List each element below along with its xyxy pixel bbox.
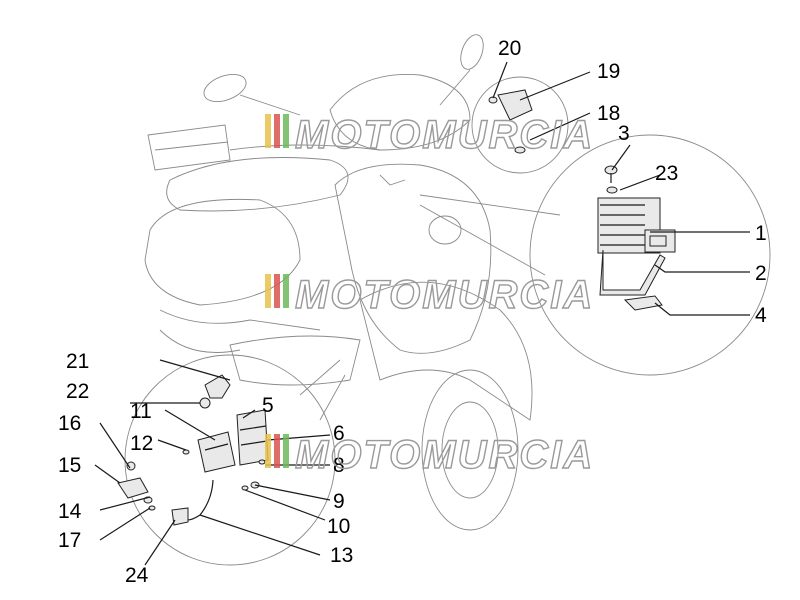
callout-11: 11 [130,400,152,423]
callout-12: 12 [130,432,153,455]
voltage-regulator-part [597,197,676,254]
watermark-stripe [265,434,271,468]
callout-17: 17 [58,529,81,552]
scooter-outline [144,34,533,531]
mounting-bracket-part [599,249,666,296]
wiring-cable-part [148,479,214,526]
detail-circle-regulator [419,134,771,376]
small-screw-part [182,449,190,455]
fastener-parts [241,459,266,491]
washer-part [606,186,618,194]
callout-1: 1 [755,222,767,245]
callout-21: 21 [66,350,89,373]
callout-10: 10 [327,515,350,538]
watermark-text: MOTOMURCIA [295,273,594,317]
control-unit-part [197,431,236,473]
watermark-text: MOTOMURCIA [295,433,594,477]
callout-23: 23 [655,162,678,185]
nut-part [199,397,211,409]
cover-plate-part [623,295,663,311]
callout-24: 24 [125,564,149,587]
watermark-stripe [265,114,271,148]
detail-circle-control-unit [124,354,346,566]
callout-3: 3 [618,122,630,145]
watermark-stripe [265,274,271,308]
callout-22: 22 [66,380,89,403]
watermark-bottom: MOTOMURCIA [265,432,594,478]
callout-9: 9 [333,490,345,513]
watermark-stripe [283,114,289,148]
callout-20: 20 [498,37,521,60]
callout-8: 8 [333,454,345,477]
callout-2: 2 [755,262,767,285]
cable-connector-part [117,461,153,504]
watermark-middle: MOTOMURCIA [265,272,594,318]
watermark-stripe [283,434,289,468]
callout-18: 18 [597,102,620,125]
detail-circle-bracket [471,76,569,174]
callout-15: 15 [58,454,81,477]
callout-16: 16 [58,412,81,435]
callout-6: 6 [333,422,345,445]
screw-part [604,165,618,183]
callout-14: 14 [58,500,82,523]
watermark-text: MOTOMURCIA [295,113,594,157]
callout-13: 13 [330,544,353,567]
callout-4: 4 [755,304,767,327]
watermark-top: MOTOMURCIA [265,112,594,158]
callout-5: 5 [262,394,274,417]
watermark-stripe [274,114,280,148]
callout-19: 19 [597,60,620,83]
leader-lines [94,61,750,566]
callout-labels: 1 2 3 4 5 6 8 9 10 11 12 13 14 15 16 17 … [58,37,767,587]
watermark-stripe [274,274,280,308]
watermark-stripe [274,434,280,468]
support-bracket-part [236,409,269,466]
watermark-stripe [283,274,289,308]
